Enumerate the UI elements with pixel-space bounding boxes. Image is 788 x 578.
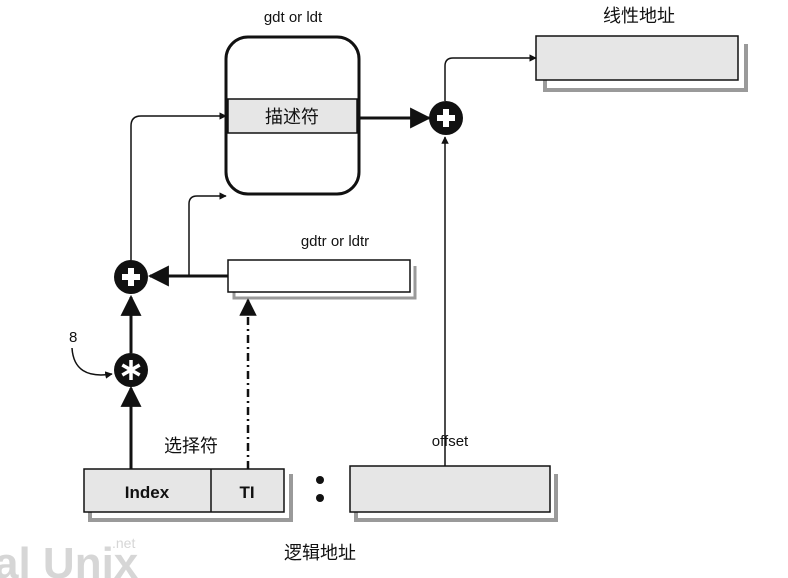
star-stroke-3 [121, 363, 141, 377]
add-to-descriptor-arrow [130, 112, 227, 260]
descriptor-table: gdt or ldt 描述符 [224, 9, 361, 196]
linear-address-label: 线性地址 [603, 6, 675, 27]
linear-address-rect [535, 35, 739, 81]
eight-to-multiply-arrow [71, 347, 113, 379]
colon-separator [316, 476, 324, 502]
descriptor-row [227, 98, 358, 134]
gdtr-to-table-arrow [188, 192, 227, 276]
gdtr-shadow [232, 266, 417, 300]
selector-box: 选择符 Index TI [83, 436, 293, 522]
connectors [71, 54, 537, 469]
selector-shadow [88, 474, 293, 522]
gdtr-rect [227, 259, 411, 293]
watermark: al Unix .net [0, 535, 139, 578]
gdtr-ldtr-label: gdtr or ldtr [301, 233, 369, 250]
logical-address-label: 逻辑地址 [284, 543, 356, 564]
offset-label: offset [432, 433, 469, 450]
offset-box: offset [349, 433, 558, 522]
gdt-ldt-label: gdt or ldt [264, 9, 323, 26]
descriptor-label: 描述符 [265, 107, 319, 128]
ti-field: TI [239, 483, 254, 502]
watermark-sub: .net [112, 535, 135, 551]
linear-address-box: 线性地址 [535, 6, 748, 92]
colon-dot-top [316, 476, 324, 484]
colon-dot-bottom [316, 494, 324, 502]
scale-eight-label: 8 [69, 329, 77, 346]
linear-box-shadow [543, 44, 748, 92]
selector-label: 选择符 [164, 436, 218, 457]
gdtr-register: gdtr or ldtr [227, 233, 417, 300]
multiply-operator [114, 353, 148, 387]
watermark-text: al Unix [0, 539, 139, 578]
plus-v-right [443, 109, 449, 127]
offset-shadow [354, 474, 558, 522]
plus-v-left [128, 268, 134, 286]
selector-rect [83, 468, 285, 513]
sum-to-linear-arrow [444, 54, 537, 101]
add-operator-right [429, 101, 463, 135]
add-operator-left [114, 260, 148, 294]
index-field: Index [125, 483, 170, 502]
offset-rect [349, 465, 551, 513]
